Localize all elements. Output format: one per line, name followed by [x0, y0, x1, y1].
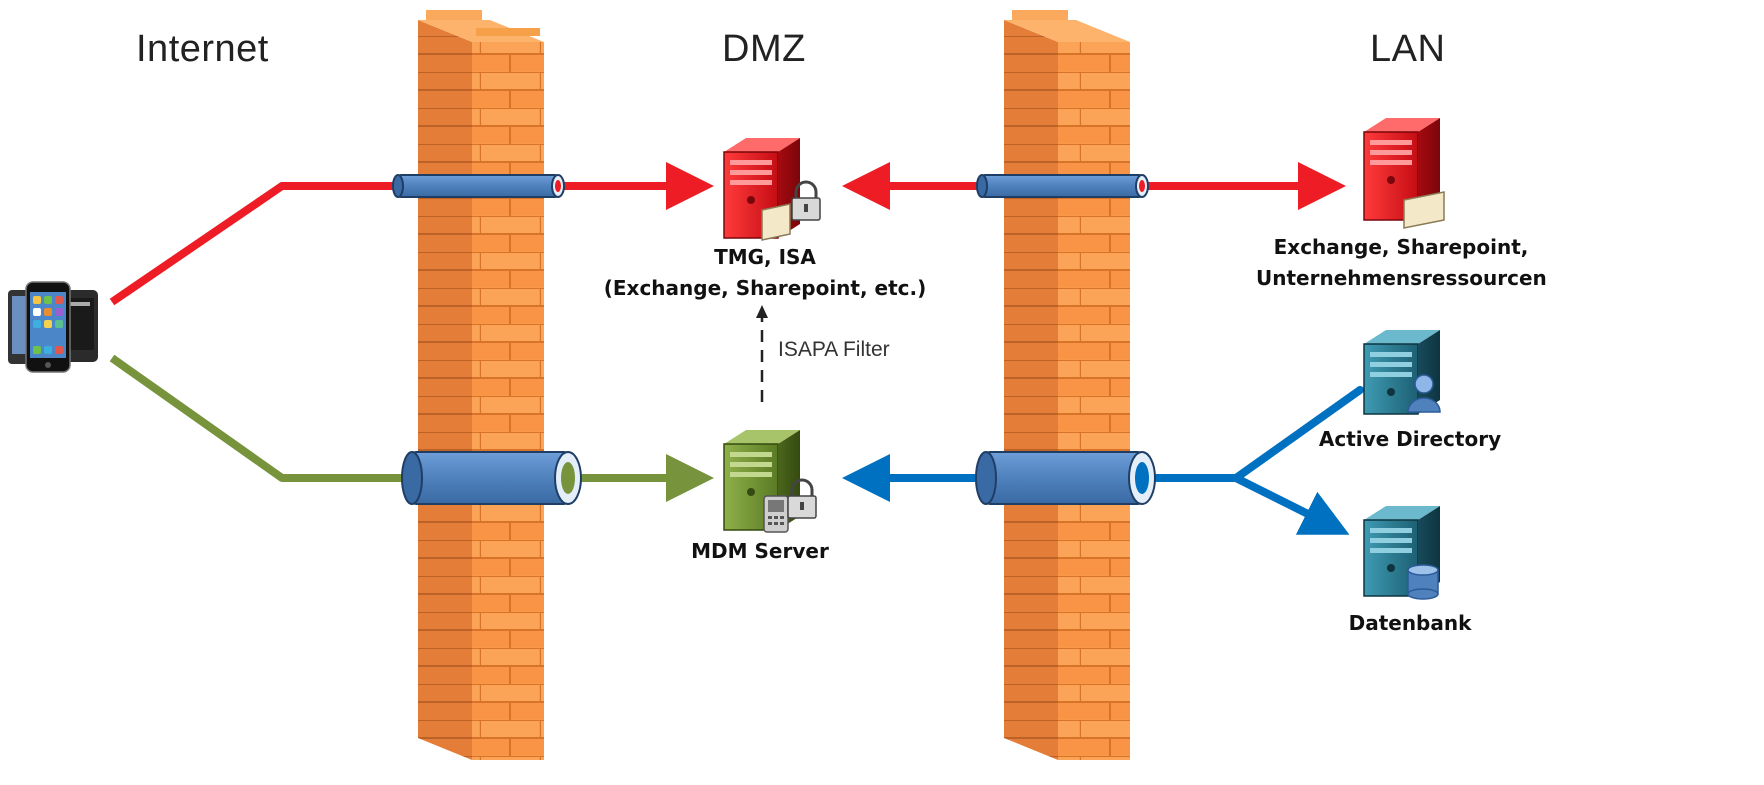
tmg-label-line2: (Exchange, Sharepoint, etc.): [603, 276, 927, 300]
datenbank-label-line1: Datenbank: [1348, 611, 1472, 635]
lock-icon: [791, 180, 821, 221]
exchange-label: Exchange, Sharepoint, Unternehmensressou…: [1256, 232, 1547, 294]
folder-icon: [761, 203, 791, 241]
active-directory-label-line1: Active Directory: [1318, 427, 1502, 451]
mdm-label: MDM Server: [660, 536, 860, 567]
server-icon: [1363, 330, 1440, 415]
isapa-filter-label: ISAPA Filter: [778, 338, 890, 361]
user-icon: [1407, 374, 1441, 413]
tunnel-icon: [976, 174, 1149, 198]
active-directory-label: Active Directory: [1300, 424, 1520, 455]
firewall-icon: [418, 10, 544, 760]
isapa-filter-link: [756, 305, 768, 402]
tmg-label-line1: TMG, ISA: [714, 245, 816, 269]
folder-icon: [1403, 191, 1445, 229]
exchange-label-line2: Unternehmensressourcen: [1256, 266, 1547, 290]
mdm-label-line1: MDM Server: [691, 539, 829, 563]
zone-title-internet: Internet: [136, 28, 269, 70]
tunnel-icon: [401, 451, 582, 505]
tunnel-icon: [975, 451, 1156, 505]
tunnel-icon: [392, 174, 565, 198]
mobile-devices-icon: [8, 281, 98, 373]
lock-icon: [787, 478, 817, 519]
database-icon: [1407, 564, 1439, 600]
zone-title-lan: LAN: [1370, 28, 1446, 70]
zone-title-dmz: DMZ: [722, 28, 806, 70]
datenbank-label: Datenbank: [1320, 608, 1500, 639]
green-link-internet-mdm: [109, 354, 714, 502]
tmg-label: TMG, ISA (Exchange, Sharepoint, etc.): [600, 242, 930, 304]
exchange-label-line1: Exchange, Sharepoint,: [1273, 235, 1529, 259]
phone-icon: [763, 495, 789, 533]
firewall-icon: [1004, 10, 1130, 760]
